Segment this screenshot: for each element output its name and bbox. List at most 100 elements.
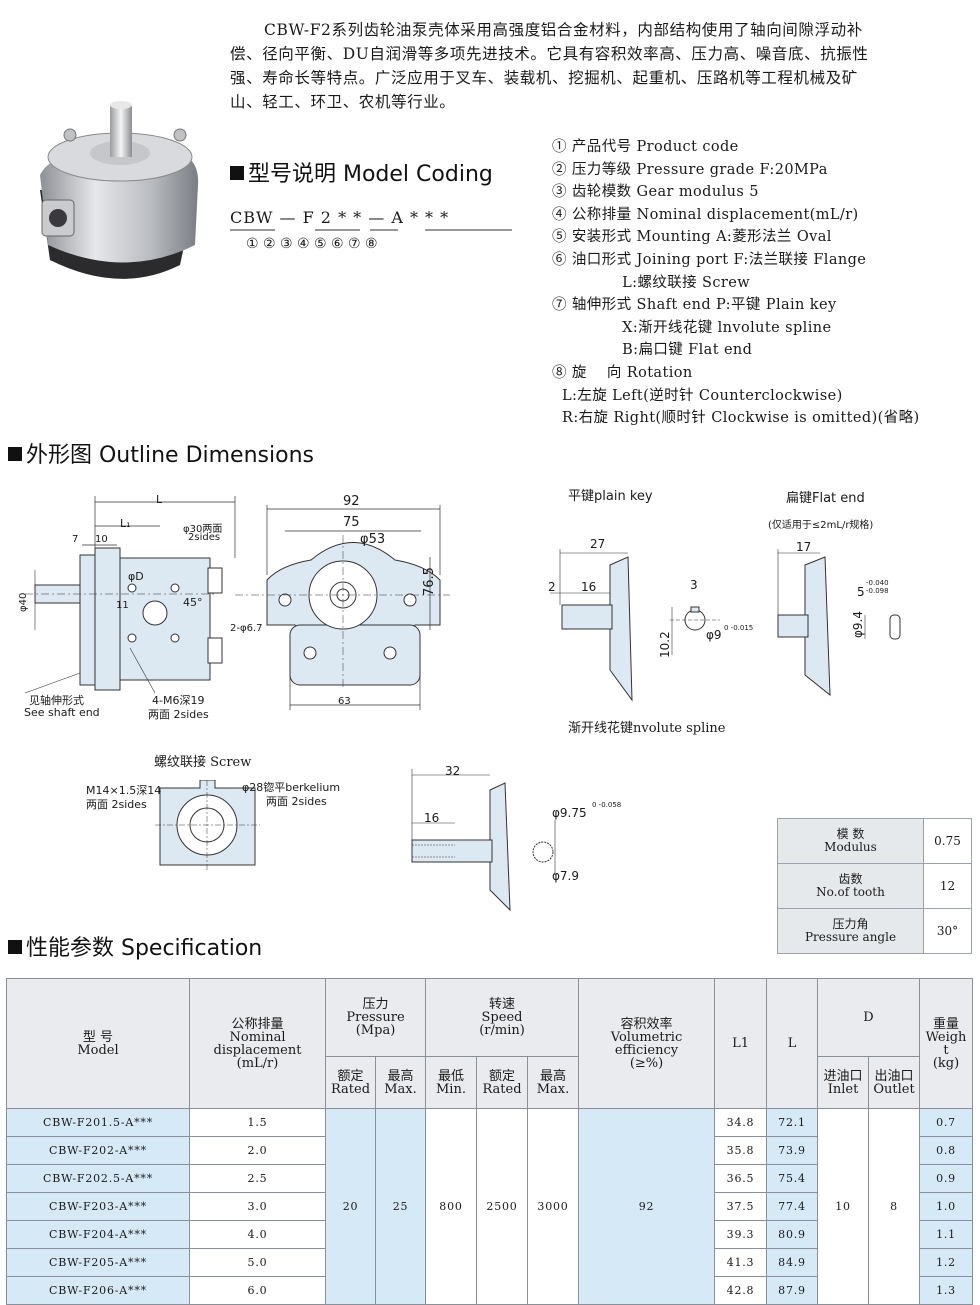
model-coding-title: 型号说明 Model Coding (230, 156, 493, 188)
dim-label: 3 (690, 578, 698, 592)
dim-label: 92 (343, 494, 360, 509)
dim-label: L₁ (120, 517, 131, 530)
intro-line: 强、寿命长等特点。广泛应用于叉车、装载机、挖掘机、起重机、压路机等工程机械及矿 (230, 69, 858, 87)
cell-speed-min: 800 (425, 1108, 477, 1305)
legend-item: L:左旋 Left(逆时针 Counterclockwise) (552, 387, 843, 404)
spline-caption: 渐开线花键nvolute spline (568, 721, 726, 736)
param-value: 0.75 (923, 818, 972, 864)
cell-l1: 37.5 (714, 1192, 768, 1221)
dim-label: 17 (796, 540, 812, 554)
dim-label: φ28锪平berkelium (242, 781, 341, 794)
cell-l1: 39.3 (714, 1220, 768, 1249)
bullet-square-icon (8, 447, 22, 461)
dim-label: 45° (183, 596, 203, 609)
dim-tolerance: 0 -0.015 (724, 624, 754, 632)
intro-line: 偿、径向平衡、DU自润滑等多项先进技术。它具有容积效率高、压力高、噪音底、抗振性 (230, 45, 869, 63)
dim-label: φD (128, 570, 144, 583)
dim-label: 7 (72, 534, 79, 545)
dim-label: 75 (343, 515, 360, 530)
table-row: CBW-F204-A*** 4.0 39.3 80.9 1.1 (6, 1220, 974, 1249)
dim-label: 32 (445, 764, 461, 778)
legend-item: ② 压力等级 Pressure grade F:20MPa (552, 161, 828, 178)
front-view-drawing (235, 505, 450, 710)
cell-model: CBW-F202.5-A*** (6, 1164, 190, 1193)
cell-displacement: 3.0 (189, 1192, 326, 1221)
bullet-square-icon (230, 166, 244, 180)
side-view-drawing (24, 496, 236, 694)
intro-paragraph: CBW-F2系列齿轮油泵壳体采用高强度铝合金材料，内部结构使用了轴向间隙浮动补 … (230, 18, 970, 114)
legend-item: B:扁口键 Flat end (552, 342, 753, 359)
cell-model: CBW-F202-A*** (6, 1136, 190, 1165)
plain-key-drawing (550, 549, 720, 702)
cell-displacement: 1.5 (189, 1108, 326, 1137)
dim-label: 16 (581, 580, 597, 594)
flat-end-note: (仅适用于≤2mL/r规格) (768, 520, 874, 531)
cell-model: CBW-F205-A*** (6, 1248, 190, 1277)
dim-tolerance: -0.040 -0.098 (866, 579, 889, 595)
cell-displacement: 4.0 (189, 1220, 326, 1249)
cell-displacement: 2.0 (189, 1136, 326, 1165)
legend-item: ⑧ 旋 向 Rotation (552, 364, 693, 381)
bullet-square-icon (8, 940, 22, 954)
col-header-d: D (817, 978, 921, 1057)
cell-l1: 34.8 (714, 1108, 768, 1137)
dim-label: See shaft end (24, 706, 100, 719)
plain-key-title: 平键plain key (568, 489, 653, 504)
pump-product-image (40, 101, 199, 279)
cell-weight: 1.2 (919, 1248, 974, 1277)
cell-weight: 0.8 (919, 1136, 974, 1165)
dim-label: φ9.75 (552, 806, 587, 820)
cell-model: CBW-F203-A*** (6, 1192, 190, 1221)
legend-item: L:螺纹联接 Screw (552, 274, 751, 291)
cell-l: 72.1 (766, 1108, 819, 1137)
cell-speed-rated: 2500 (476, 1108, 528, 1305)
model-code-numbers: ① ② ③ ④ ⑤ ⑥ ⑦ ⑧ (246, 236, 378, 252)
spline-drawing (411, 769, 556, 912)
dim-tolerance: 0 -0.058 (592, 801, 622, 809)
cell-displacement: 2.5 (189, 1164, 326, 1193)
cell-displacement: 5.0 (189, 1248, 326, 1277)
flat-end-drawing (777, 549, 901, 697)
outline-title: 外形图 Outline Dimensions (8, 437, 314, 469)
dim-label: 16 (424, 811, 440, 825)
screw-title: 螺纹联接 Screw (154, 755, 252, 770)
dim-label: 5 (857, 585, 865, 599)
cell-l: 84.9 (766, 1248, 819, 1277)
legend-item: X:渐开线花键 lnvolute spline (552, 319, 832, 336)
cell-l: 73.9 (766, 1136, 819, 1165)
cell-press-max: 25 (375, 1108, 426, 1305)
dim-label: 两面 2sides (86, 798, 147, 811)
cell-l: 75.4 (766, 1164, 819, 1193)
cell-l1: 42.8 (714, 1276, 768, 1305)
dim-label: 63 (338, 696, 351, 707)
col-header-l1: L1 (714, 978, 768, 1109)
coding-underlines (230, 229, 512, 231)
legend-item: ③ 齿轮模数 Gear modulus 5 (552, 184, 759, 201)
cell-weight: 1.1 (919, 1220, 974, 1249)
cell-l: 77.4 (766, 1192, 819, 1221)
cell-inlet: 10 (817, 1108, 870, 1305)
table-row: CBW-F203-A*** 3.0 37.5 77.4 1.0 (6, 1192, 974, 1221)
col-header-l: L (766, 978, 819, 1109)
cell-efficiency: 92 (578, 1108, 716, 1305)
dim-label: φ9.4 (851, 611, 865, 638)
dim-label: 76.5 (422, 567, 437, 596)
cell-model: CBW-F206-A*** (6, 1276, 190, 1305)
